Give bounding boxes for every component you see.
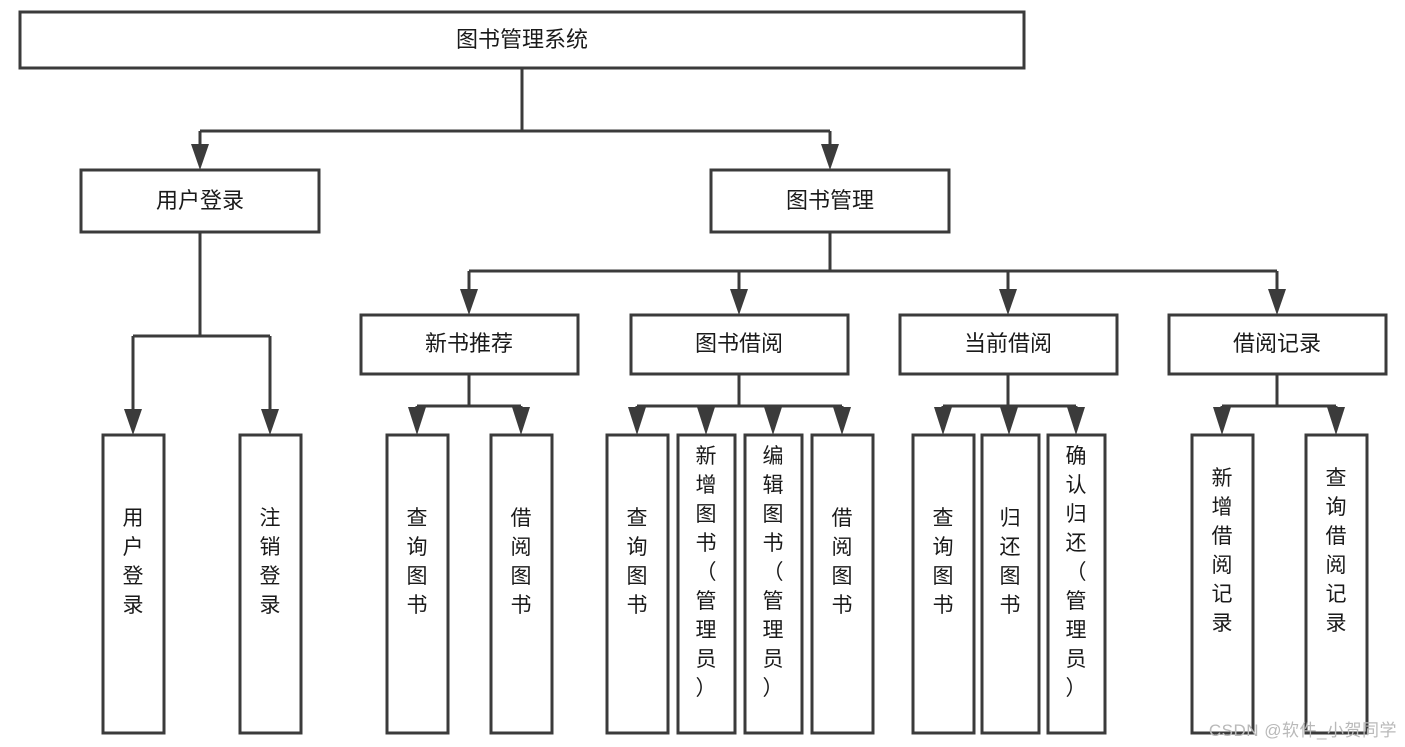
- arrowhead-leaf-query-book-3: [934, 407, 952, 435]
- node-leaf-query-record-box[interactable]: [1304, 433, 1369, 735]
- node-leaf-query-book-1-label: 查询图书: [407, 507, 428, 617]
- arrowhead-borrow-record: [1268, 289, 1286, 315]
- node-leaf-user-login-box[interactable]: [101, 433, 166, 735]
- node-new-book-rec[interactable]: 新书推荐: [359, 313, 580, 376]
- node-current-borrow-label: 当前借阅: [964, 331, 1052, 356]
- node-leaf-query-record[interactable]: 查询借阅记录: [1304, 433, 1369, 735]
- arrowhead-new-book-rec: [460, 289, 478, 315]
- node-leaf-add-book[interactable]: 新增图书（管理员）: [676, 433, 737, 735]
- node-borrow-record-box[interactable]: [1167, 313, 1388, 376]
- node-leaf-query-book-3-label: 查询图书: [933, 507, 954, 617]
- node-leaf-query-book-3-box[interactable]: [911, 433, 976, 735]
- node-root-label: 图书管理系统: [456, 27, 588, 52]
- arrowhead-book-manage: [821, 144, 839, 170]
- arrowhead-user-login: [191, 144, 209, 170]
- arrowhead-leaf-add-record: [1213, 407, 1231, 435]
- node-leaf-query-record-label: 查询借阅记录: [1326, 467, 1347, 635]
- node-leaf-borrow-book-2-box[interactable]: [810, 433, 875, 735]
- node-leaf-borrow-book-2[interactable]: 借阅图书: [810, 433, 875, 735]
- connector-layer: [124, 68, 1345, 435]
- node-leaf-return-book-box[interactable]: [980, 433, 1041, 735]
- node-leaf-borrow-book-1-box[interactable]: [489, 433, 554, 735]
- node-root[interactable]: 图书管理系统: [18, 10, 1026, 70]
- node-leaf-query-book-2-box[interactable]: [605, 433, 670, 735]
- arrowhead-leaf-edit-book: [764, 407, 782, 435]
- node-borrow-record[interactable]: 借阅记录: [1167, 313, 1388, 376]
- node-leaf-confirm-return-box[interactable]: [1046, 433, 1107, 735]
- node-leaf-return-book[interactable]: 归还图书: [980, 433, 1041, 735]
- node-leaf-borrow-book-1[interactable]: 借阅图书: [489, 433, 554, 735]
- arrowhead-leaf-borrow-book-1: [512, 407, 530, 435]
- node-book-borrow[interactable]: 图书借阅: [629, 313, 850, 376]
- arrowhead-leaf-borrow-book-2: [833, 407, 851, 435]
- node-book-borrow-label: 图书借阅: [695, 331, 783, 356]
- arrowhead-leaf-query-book-2: [628, 407, 646, 435]
- node-new-book-rec-label: 新书推荐: [425, 331, 513, 356]
- node-leaf-logout[interactable]: 注销登录: [238, 433, 303, 735]
- node-user-login[interactable]: 用户登录: [79, 168, 321, 234]
- node-user-login-box[interactable]: [79, 168, 321, 234]
- node-leaf-borrow-book-1-label: 借阅图书: [511, 507, 532, 617]
- arrowhead-leaf-query-book-1: [408, 407, 426, 435]
- node-book-manage[interactable]: 图书管理: [709, 168, 951, 234]
- arrowhead-leaf-return-book: [1000, 407, 1018, 435]
- arrowhead-leaf-user-login: [124, 409, 142, 435]
- node-leaf-query-book-2-label: 查询图书: [627, 507, 648, 617]
- node-leaf-return-book-label: 归还图书: [1000, 507, 1021, 617]
- node-leaf-query-book-3[interactable]: 查询图书: [911, 433, 976, 735]
- node-leaf-edit-book-label: 编辑图书（管理员）: [763, 445, 784, 700]
- node-new-book-rec-box[interactable]: [359, 313, 580, 376]
- node-leaf-add-book-box[interactable]: [676, 433, 737, 735]
- arrowhead-leaf-query-record: [1327, 407, 1345, 435]
- arrowhead-leaf-logout: [261, 409, 279, 435]
- arrowhead-leaf-add-book: [697, 407, 715, 435]
- node-leaf-add-record[interactable]: 新增借阅记录: [1190, 433, 1255, 735]
- node-book-borrow-box[interactable]: [629, 313, 850, 376]
- node-leaf-query-book-2[interactable]: 查询图书: [605, 433, 670, 735]
- arrowhead-leaf-confirm-return: [1067, 407, 1085, 435]
- node-book-manage-label: 图书管理: [786, 188, 874, 213]
- node-leaf-user-login[interactable]: 用户登录: [101, 433, 166, 735]
- node-current-borrow[interactable]: 当前借阅: [898, 313, 1119, 376]
- arrowhead-book-borrow: [730, 289, 748, 315]
- node-leaf-query-book-1-box[interactable]: [385, 433, 450, 735]
- node-leaf-add-book-label: 新增图书（管理员）: [696, 445, 717, 700]
- node-user-login-label: 用户登录: [156, 188, 244, 213]
- node-leaf-query-book-1[interactable]: 查询图书: [385, 433, 450, 735]
- node-leaf-logout-box[interactable]: [238, 433, 303, 735]
- node-leaf-borrow-book-2-label: 借阅图书: [832, 507, 853, 617]
- node-leaf-user-login-label: 用户登录: [123, 507, 144, 617]
- node-root-box[interactable]: [18, 10, 1026, 70]
- arrowhead-current-borrow: [999, 289, 1017, 315]
- node-leaf-confirm-return-label: 确认归还（管理员）: [1066, 445, 1087, 700]
- node-leaf-add-record-label: 新增借阅记录: [1212, 467, 1233, 635]
- node-leaf-logout-label: 注销登录: [260, 507, 281, 617]
- node-current-borrow-box[interactable]: [898, 313, 1119, 376]
- node-book-manage-box[interactable]: [709, 168, 951, 234]
- node-borrow-record-label: 借阅记录: [1233, 331, 1321, 356]
- node-leaf-confirm-return[interactable]: 确认归还（管理员）: [1046, 433, 1107, 735]
- node-leaf-add-record-box[interactable]: [1190, 433, 1255, 735]
- node-leaf-edit-book[interactable]: 编辑图书（管理员）: [743, 433, 804, 735]
- node-leaf-edit-book-box[interactable]: [743, 433, 804, 735]
- csdn-watermark: CSDN @软件_小贺同学: [1208, 721, 1397, 740]
